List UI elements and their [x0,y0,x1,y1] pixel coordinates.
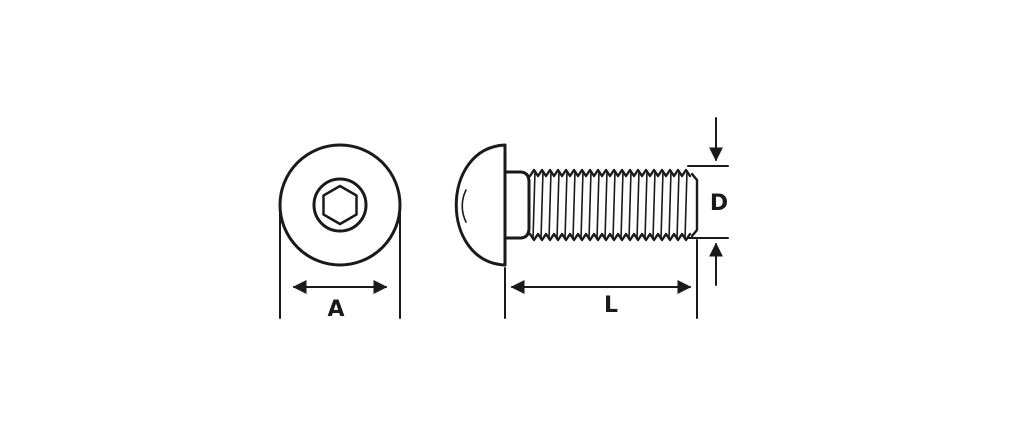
screw-tip [690,172,699,238]
thread-line [684,170,688,240]
thread-line [548,170,552,240]
dimension-label-a: A [327,297,344,322]
head-socket-hidden-line [461,189,467,223]
thread-line [676,170,680,240]
hex-socket [322,184,358,226]
thread-lines [532,170,688,240]
dimension-a: A [279,209,401,322]
thread-line [556,170,560,240]
thread-line [572,170,576,240]
thread-line [588,170,592,240]
socket-circle [312,177,368,233]
thread-top-edge [528,168,692,178]
thread-line [636,170,640,240]
head-outline-circle [278,143,402,267]
thread-line [644,170,648,240]
dimension-l: L [504,239,698,319]
thread-line [532,170,536,240]
thread-line [652,170,656,240]
thread-line [628,170,632,240]
thread-line [612,170,616,240]
thread-line [596,170,600,240]
dimension-d: D [687,117,729,286]
head-front-view [278,143,402,267]
thread-line [604,170,608,240]
shank-neck [503,170,531,240]
thread-bottom-edge [528,232,692,242]
thread-line [668,170,672,240]
dimension-label-d: D [710,191,728,216]
thread-line [540,170,544,240]
thread-line [564,170,568,240]
screw-side-view [454,143,699,267]
dimension-label-l: L [604,293,618,318]
thread-line [660,170,664,240]
thread-line [580,170,584,240]
dome-head [454,143,507,267]
thread-line [620,170,624,240]
